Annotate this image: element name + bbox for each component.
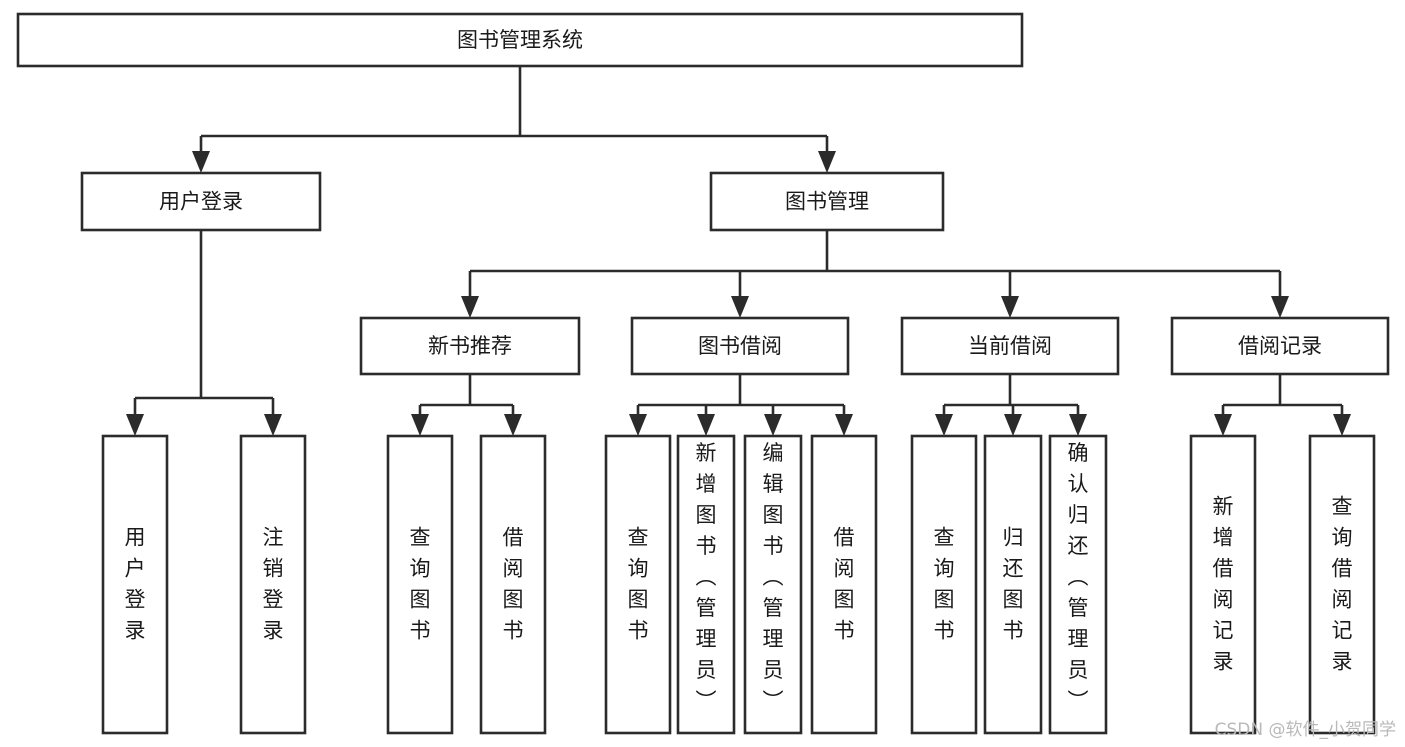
arrow-head-icon bbox=[1069, 414, 1087, 436]
conn-bookborrow-to-leaves bbox=[629, 374, 853, 436]
conn-borrowrecord-to-leaves bbox=[1214, 374, 1351, 436]
node-leaf-query-book-rec[interactable]: 查询图书 bbox=[386, 434, 454, 735]
arrow-head-icon bbox=[764, 414, 782, 436]
node-box-leaf-add-borrow-record bbox=[1189, 434, 1257, 735]
node-box-leaf-borrow-book bbox=[810, 434, 878, 735]
node-box-leaf-edit-book bbox=[743, 434, 803, 735]
node-label-leaf-query-borrow-record: 查询借阅记录 bbox=[1332, 495, 1353, 674]
node-leaf-add-borrow-record[interactable]: 新增借阅记录 bbox=[1189, 434, 1257, 735]
arrow-head-icon bbox=[126, 414, 144, 436]
node-label-leaf-borrow-book-rec: 借阅图书 bbox=[503, 526, 524, 643]
node-leaf-user-login[interactable]: 用户登录 bbox=[101, 434, 169, 735]
node-leaf-query-borrow-record[interactable]: 查询借阅记录 bbox=[1308, 434, 1376, 735]
arrow-head-icon bbox=[835, 414, 853, 436]
arrow-head-icon bbox=[1004, 414, 1022, 436]
arrow-head-icon bbox=[504, 414, 522, 436]
node-label-leaf-add-book: 新增图书︵管理员︶ bbox=[696, 441, 717, 713]
arrow-head-icon bbox=[935, 414, 953, 436]
node-label-leaf-edit-book: 编辑图书︵管理员︶ bbox=[763, 441, 784, 713]
node-book-borrow[interactable]: 图书借阅 bbox=[630, 316, 850, 376]
node-label-leaf-logout: 注销登录 bbox=[263, 526, 284, 643]
node-box-leaf-query-book-current bbox=[910, 434, 978, 735]
node-book-management[interactable]: 图书管理 bbox=[709, 171, 945, 232]
node-box-leaf-query-book-borrow bbox=[604, 434, 672, 735]
node-label-leaf-query-book-current: 查询图书 bbox=[934, 526, 955, 643]
node-label-book-borrow: 图书借阅 bbox=[698, 334, 782, 358]
node-box-book-borrow bbox=[630, 316, 850, 376]
arrow-head-icon bbox=[731, 296, 749, 318]
arrow-head-icon bbox=[1271, 296, 1289, 318]
node-label-leaf-query-book-borrow: 查询图书 bbox=[628, 526, 649, 643]
node-box-borrow-record bbox=[1170, 316, 1390, 376]
node-box-leaf-user-login bbox=[101, 434, 169, 735]
arrow-head-icon bbox=[629, 414, 647, 436]
node-box-leaf-borrow-book-rec bbox=[479, 434, 547, 735]
arrow-head-icon bbox=[697, 414, 715, 436]
node-box-leaf-query-borrow-record bbox=[1308, 434, 1376, 735]
node-label-root: 图书管理系统 bbox=[457, 28, 583, 52]
node-leaf-edit-book[interactable]: 编辑图书︵管理员︶ bbox=[743, 434, 803, 735]
node-leaf-return-book[interactable]: 归还图书 bbox=[983, 434, 1043, 735]
node-leaf-query-book-borrow[interactable]: 查询图书 bbox=[604, 434, 672, 735]
node-box-book-management bbox=[709, 171, 945, 232]
arrow-head-icon bbox=[411, 414, 429, 436]
node-label-current-borrow: 当前借阅 bbox=[968, 334, 1052, 358]
node-label-book-management: 图书管理 bbox=[785, 190, 869, 214]
node-borrow-record[interactable]: 借阅记录 bbox=[1170, 316, 1390, 376]
conn-currentborrow-to-leaves bbox=[935, 374, 1087, 436]
arrow-head-icon bbox=[818, 151, 836, 173]
node-leaf-query-book-current[interactable]: 查询图书 bbox=[910, 434, 978, 735]
node-box-leaf-return-book bbox=[983, 434, 1043, 735]
node-root[interactable]: 图书管理系统 bbox=[16, 12, 1024, 68]
node-box-user-login bbox=[80, 171, 322, 232]
arrow-head-icon bbox=[1333, 414, 1351, 436]
node-new-book-recommend[interactable]: 新书推荐 bbox=[359, 316, 581, 376]
node-box-new-book-recommend bbox=[359, 316, 581, 376]
node-user-login[interactable]: 用户登录 bbox=[80, 171, 322, 232]
arrow-head-icon bbox=[264, 414, 282, 436]
conn-root-to-level2 bbox=[192, 66, 836, 173]
node-label-leaf-add-borrow-record: 新增借阅记录 bbox=[1213, 495, 1234, 674]
node-leaf-confirm-return[interactable]: 确认归还︵管理员︶ bbox=[1048, 434, 1108, 735]
conn-newbook-to-leaves bbox=[411, 374, 522, 436]
arrow-head-icon bbox=[192, 151, 210, 173]
node-label-new-book-recommend: 新书推荐 bbox=[428, 334, 512, 358]
node-current-borrow[interactable]: 当前借阅 bbox=[900, 316, 1120, 376]
node-box-leaf-confirm-return bbox=[1048, 434, 1108, 735]
node-leaf-borrow-book[interactable]: 借阅图书 bbox=[810, 434, 878, 735]
node-label-leaf-confirm-return: 确认归还︵管理员︶ bbox=[1068, 441, 1089, 713]
connector-layer bbox=[126, 66, 1351, 436]
arrow-head-icon bbox=[461, 296, 479, 318]
arrow-head-icon bbox=[1001, 296, 1019, 318]
node-label-borrow-record: 借阅记录 bbox=[1238, 334, 1322, 358]
node-leaf-add-book[interactable]: 新增图书︵管理员︶ bbox=[676, 434, 736, 735]
arrow-head-icon bbox=[1214, 414, 1232, 436]
node-box-current-borrow bbox=[900, 316, 1120, 376]
node-box-leaf-add-book bbox=[676, 434, 736, 735]
node-label-leaf-return-book: 归还图书 bbox=[1003, 526, 1024, 643]
node-box-leaf-query-book-rec bbox=[386, 434, 454, 735]
node-label-leaf-borrow-book: 借阅图书 bbox=[834, 526, 855, 643]
node-label-leaf-user-login: 用户登录 bbox=[125, 526, 146, 643]
node-leaf-borrow-book-rec[interactable]: 借阅图书 bbox=[479, 434, 547, 735]
csdn-watermark: CSDN @软件_小贺同学 bbox=[1215, 720, 1396, 740]
node-box-root bbox=[16, 12, 1024, 68]
conn-bookmgmt-to-level3 bbox=[461, 230, 1289, 318]
conn-userlogin-to-leaves bbox=[126, 230, 282, 436]
node-leaf-logout[interactable]: 注销登录 bbox=[239, 434, 307, 735]
node-box-leaf-logout bbox=[239, 434, 307, 735]
node-label-user-login: 用户登录 bbox=[159, 190, 243, 214]
node-label-leaf-query-book-rec: 查询图书 bbox=[410, 526, 431, 643]
node-layer: 图书管理系统用户登录图书管理新书推荐图书借阅当前借阅借阅记录用户登录注销登录查询… bbox=[16, 12, 1390, 735]
